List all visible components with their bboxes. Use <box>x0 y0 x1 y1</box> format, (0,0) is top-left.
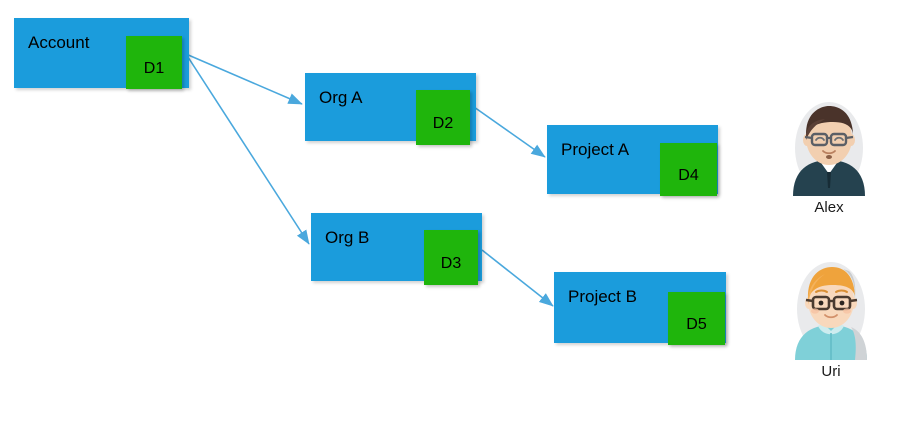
badge-d3-label: D3 <box>440 254 462 272</box>
badge-d5-label: D5 <box>686 315 707 333</box>
person-alex-name: Alex <box>814 199 844 216</box>
edge-org-a-to-project-a <box>473 106 546 158</box>
badge-d5[interactable]: D5 <box>668 292 725 345</box>
avatar-uri-icon <box>795 262 867 360</box>
edge-account-to-org-a <box>185 53 303 105</box>
node-org-a-label: Org A <box>319 88 363 107</box>
edge-account-to-org-b <box>185 53 310 245</box>
node-project-a-label: Project A <box>561 140 630 159</box>
badge-d2[interactable]: D2 <box>416 90 470 145</box>
badge-d1-label: D1 <box>143 59 165 77</box>
node-project-b-label: Project B <box>568 287 637 306</box>
badge-d1[interactable]: D1 <box>126 36 182 89</box>
avatar-alex-icon <box>793 102 865 196</box>
person-uri: Uri <box>783 257 879 379</box>
node-account-label: Account <box>28 33 90 52</box>
badge-d4-label: D4 <box>678 166 699 184</box>
badge-d3[interactable]: D3 <box>424 230 478 285</box>
person-alex: Alex <box>781 96 877 215</box>
badge-d4[interactable]: D4 <box>660 143 717 196</box>
edge-org-b-to-project-b <box>481 249 554 307</box>
node-org-b-label: Org B <box>325 228 370 247</box>
person-uri-name: Uri <box>821 363 841 380</box>
badge-d2-label: D2 <box>432 114 454 132</box>
